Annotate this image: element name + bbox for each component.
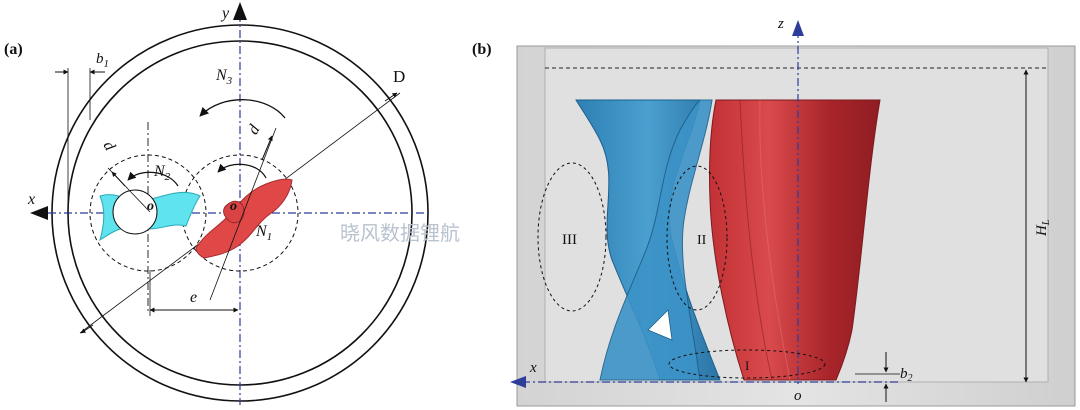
hl-label: HL (1034, 219, 1052, 237)
d-right-line (209, 127, 277, 301)
n2-rotation-arrow (127, 171, 179, 187)
panel-a-label: (a) (4, 41, 23, 58)
panel-a: (a) y x D b1 N3 (4, 2, 432, 405)
z-axis-label: z (777, 16, 784, 32)
y-axis-label: y (220, 5, 230, 22)
region-i-label: I (745, 358, 749, 373)
region-iii-label: III (562, 232, 577, 248)
red-impeller (195, 178, 293, 259)
z-axis-arrow (792, 20, 804, 36)
d-left-label: d (100, 138, 119, 154)
diameter-label: D (393, 67, 405, 86)
blue-blade-back (599, 99, 713, 381)
b2-label: b2 (900, 366, 913, 384)
x-axis-b-arrow (510, 376, 526, 388)
region-iii-ellipse (537, 162, 607, 312)
diameter-arrow-top (384, 92, 398, 102)
x-axis-label: x (27, 191, 35, 208)
right-impeller-sweep-circle (181, 154, 299, 272)
left-hub-circle (112, 189, 158, 235)
panel-b-label: (b) (472, 41, 492, 58)
region-i-ellipse (668, 349, 826, 379)
d-right-label: d (245, 121, 264, 137)
d-left-arrow (111, 171, 126, 187)
x-axis-arrow (30, 206, 48, 220)
n3-label: N3 (215, 67, 233, 87)
e-label: e (190, 289, 197, 306)
panel-b: (b) z x o III II I HL (472, 16, 1076, 407)
d-right-arrow (261, 135, 273, 161)
left-impeller-sweep-circle (89, 154, 207, 272)
blue-blade-gap (647, 309, 673, 341)
origin-b-label: o (794, 388, 802, 404)
b1-label: b1 (96, 51, 109, 70)
right-origin-label: o (230, 199, 237, 214)
watermark-text: 晓风数据锂航 (340, 221, 460, 245)
n1-rotation-arrow (217, 163, 267, 179)
y-axis-arrow (233, 2, 247, 20)
region-ii-label: II (697, 233, 707, 248)
n3-rotation-arrow (199, 99, 286, 119)
n2-label: N2 (153, 163, 171, 183)
red-blade-highlight-1 (759, 99, 791, 381)
diameter-arrow-bottom (80, 324, 94, 334)
red-blade-highlight-2 (739, 99, 773, 381)
n1-label: N1 (255, 223, 272, 243)
left-origin-label: o (147, 199, 154, 214)
region-ii-ellipse (666, 165, 728, 311)
x-axis-b-label: x (529, 360, 537, 376)
red-hub (223, 200, 245, 224)
